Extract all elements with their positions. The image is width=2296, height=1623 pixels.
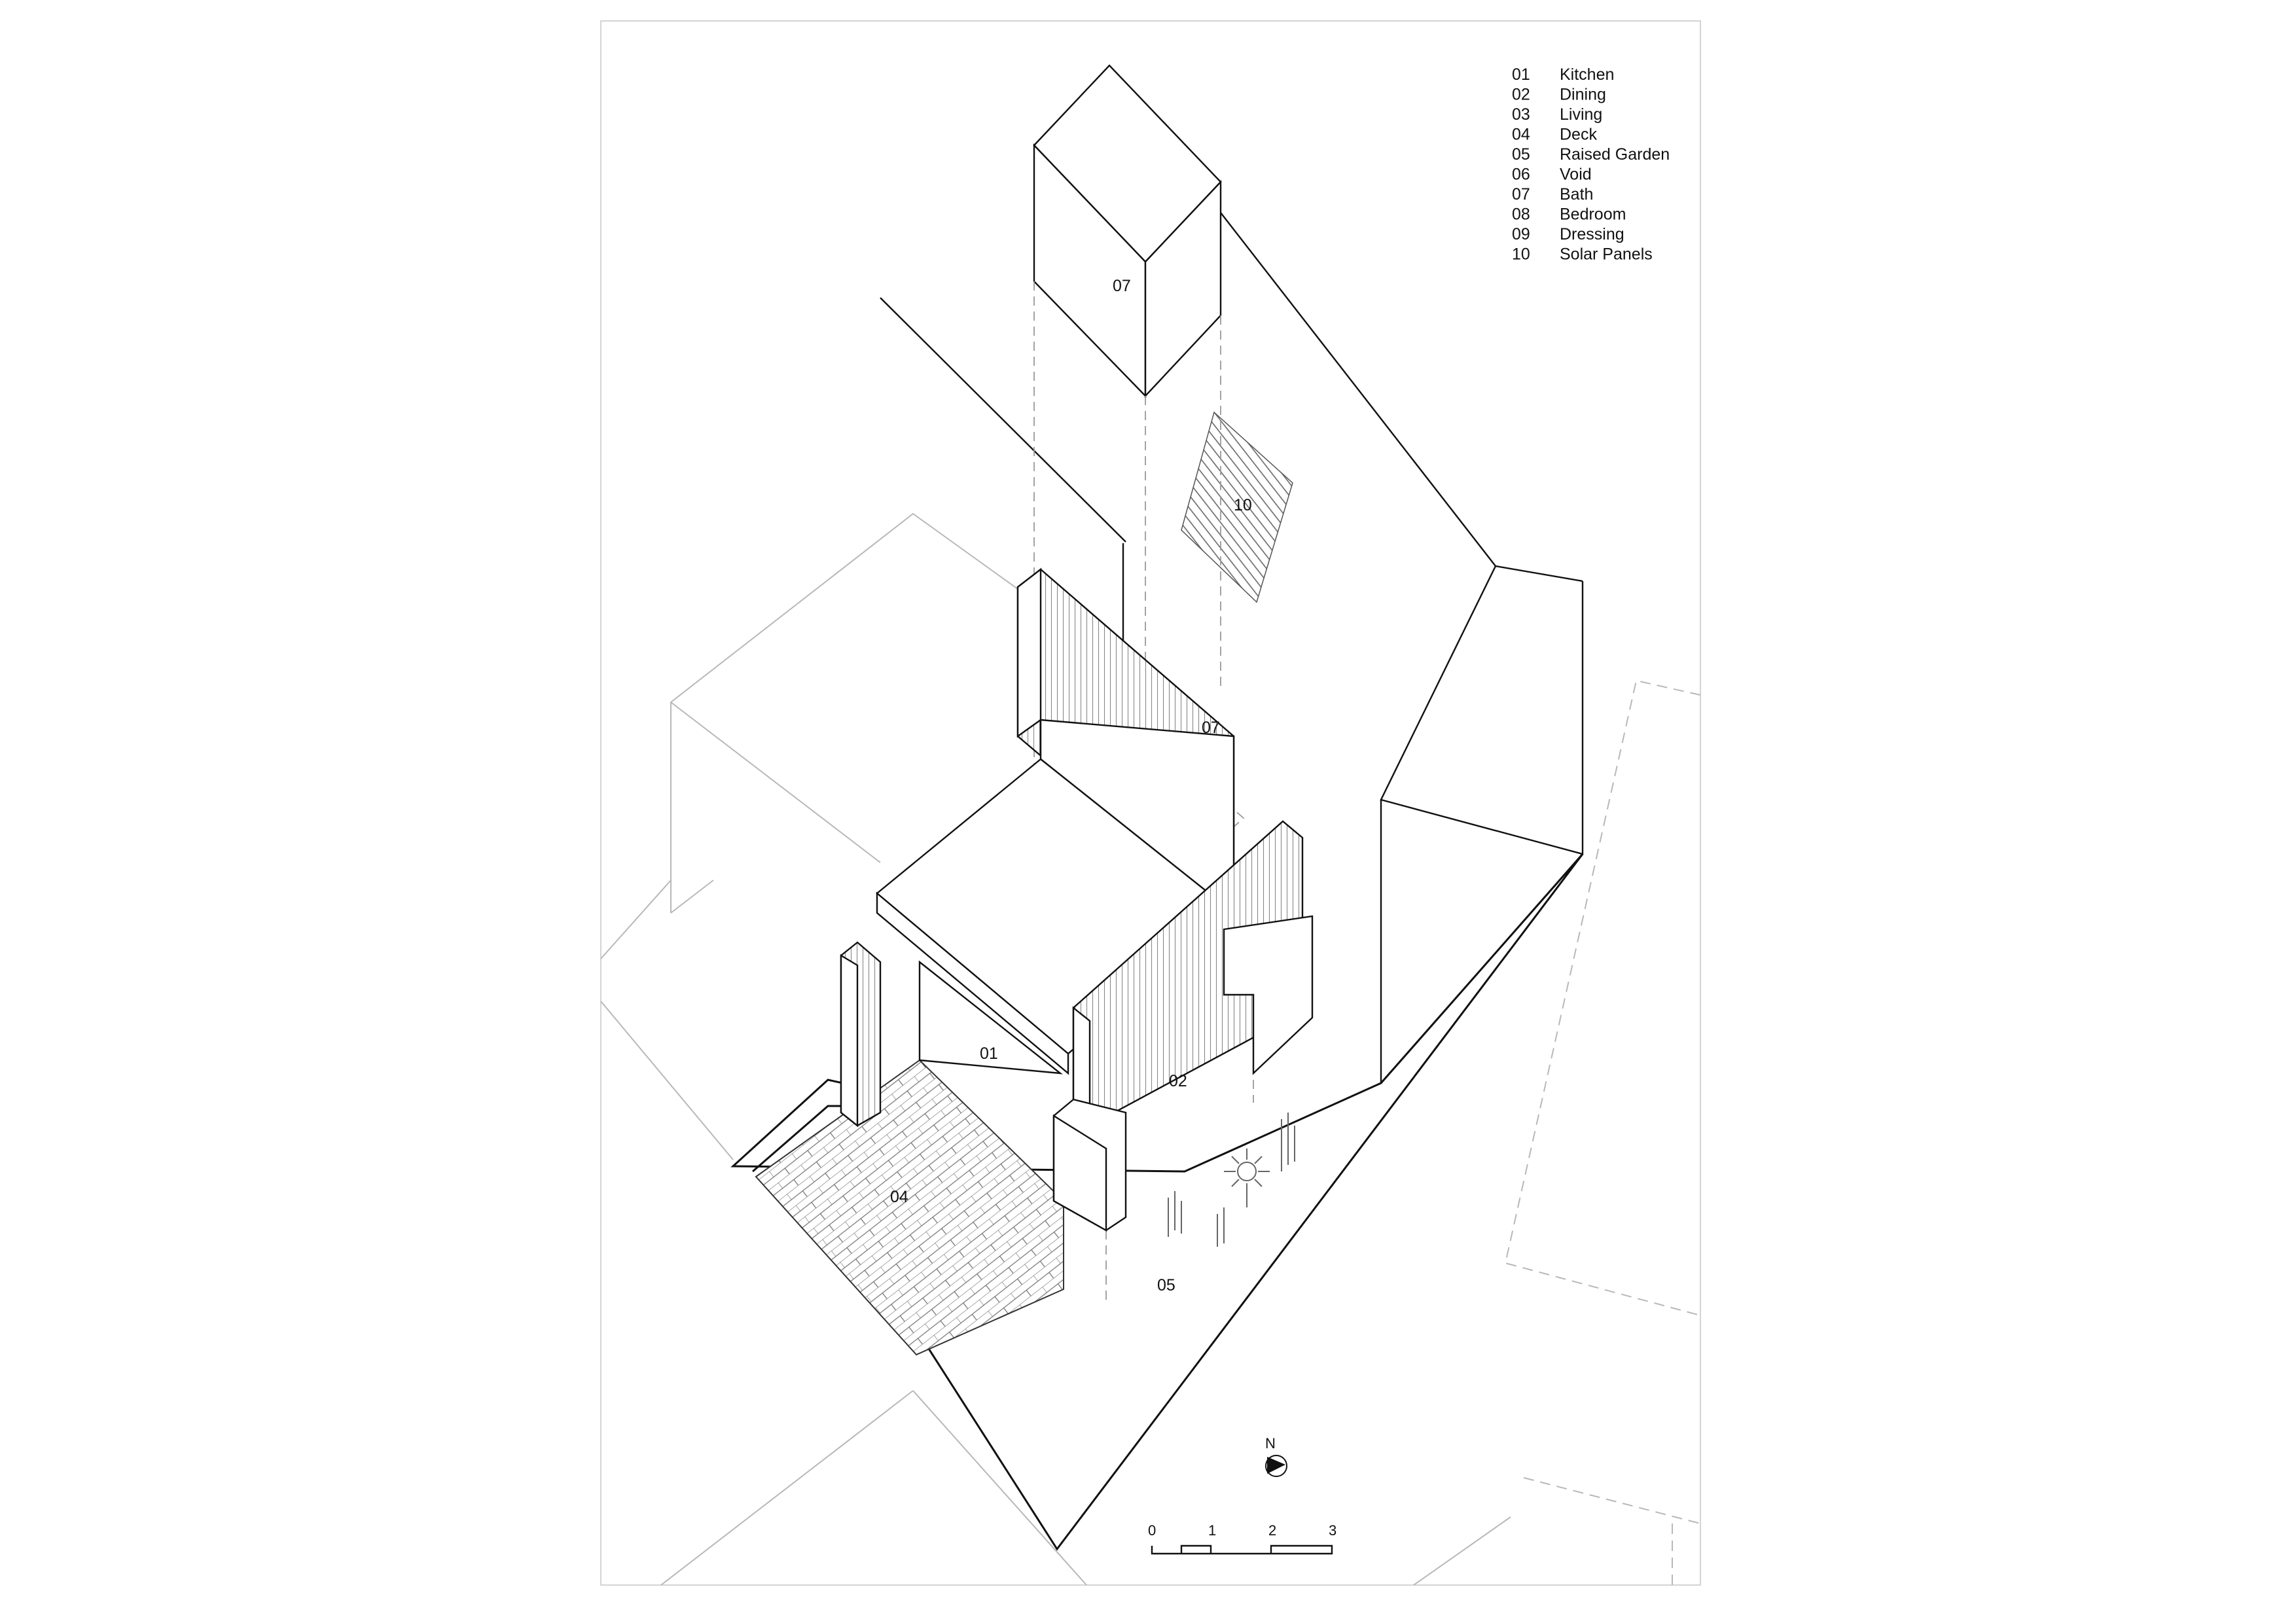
flower-symbol	[1237, 1162, 1257, 1181]
garden-planting	[1168, 1113, 1295, 1247]
scale-label-0: 0	[1148, 1522, 1156, 1539]
legend-room-name: Raised Garden	[1560, 145, 1670, 164]
label-bath: 07	[1202, 719, 1220, 737]
legend-room-name: Solar Panels	[1560, 245, 1653, 264]
label-kitchen: 01	[980, 1044, 998, 1063]
legend-number: 10	[1512, 245, 1530, 264]
legend-room-name: Bath	[1560, 185, 1593, 204]
legend-room-name: Kitchen	[1560, 65, 1614, 84]
legend-number: 04	[1512, 126, 1530, 144]
neighbour-plot-bottom	[1523, 1477, 1701, 1524]
legend-room-name: Living	[1560, 105, 1602, 124]
label-solar-panels: 10	[1234, 496, 1252, 514]
neighbour-plot-right	[1504, 679, 1701, 1316]
legend-number: 03	[1512, 105, 1530, 124]
legend-number: 08	[1512, 205, 1530, 224]
label-deck: 04	[890, 1188, 908, 1206]
room-legend: 01 Kitchen 02 Dining 03 Living 04 Deck 05 Raised …	[1512, 65, 1670, 264]
north-arrow-icon	[1267, 1457, 1285, 1474]
label-dining: 02	[1169, 1072, 1187, 1090]
context-dashed-lines	[1504, 679, 1701, 1585]
solar-panel-array	[1181, 411, 1293, 603]
label-raised-garden: 05	[1157, 1276, 1175, 1294]
legend-number: 05	[1512, 145, 1530, 164]
scale-bar	[1151, 1544, 1333, 1555]
north-arrow: N	[1265, 1435, 1287, 1477]
label-bath-exploded: 07	[1113, 277, 1131, 295]
legend-room-name: Bedroom	[1560, 205, 1626, 224]
neighbour-house-outline	[670, 512, 1018, 703]
left-plot-boundary	[600, 880, 672, 959]
legend-number: 02	[1512, 86, 1530, 104]
legend-number: 06	[1512, 166, 1530, 184]
scale-label-3: 3	[1329, 1522, 1336, 1539]
sheet-frame	[600, 20, 1701, 1586]
grass-tufts	[1168, 1113, 1295, 1247]
legend-number: 07	[1512, 185, 1530, 204]
context-lines	[600, 512, 1511, 1586]
legend-room-name: Deck	[1560, 126, 1597, 144]
legend-room-name: Dining	[1560, 86, 1606, 104]
deck-paving	[755, 1059, 1064, 1356]
scale-label-2: 2	[1268, 1522, 1276, 1539]
north-label: N	[1265, 1435, 1276, 1452]
scale-label-1: 1	[1208, 1522, 1216, 1539]
legend-room-name: Void	[1560, 166, 1592, 184]
bath-exploded-box	[1033, 64, 1222, 399]
legend-room-name: Dressing	[1560, 225, 1624, 243]
house-volumes	[840, 567, 1314, 1232]
legend-number: 09	[1512, 225, 1530, 243]
legend-number: 01	[1512, 65, 1530, 84]
